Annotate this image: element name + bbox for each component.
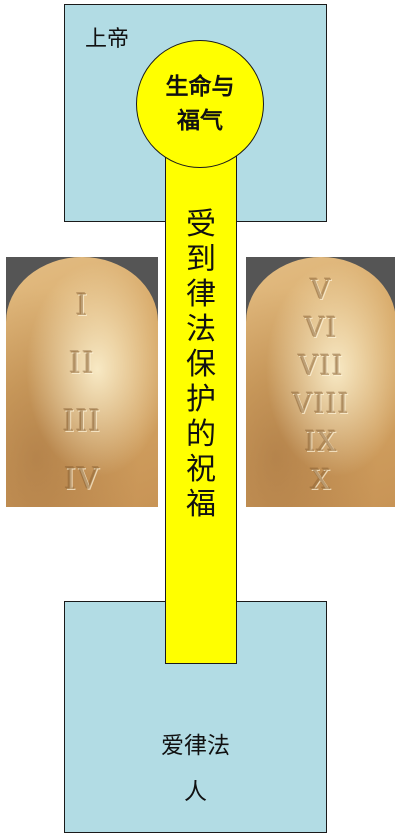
pillar-char: 护 (186, 382, 216, 417)
numeral: I (75, 288, 89, 323)
life-and-blessing-circle: 生命与 福气 (136, 40, 264, 168)
commandments-tablet-left: I II III IV (6, 257, 158, 507)
pillar-char: 保 (186, 347, 216, 382)
numeral: IX (304, 425, 338, 458)
numeral: VI (304, 311, 338, 344)
numeral: VIII (292, 387, 350, 420)
circle-label-line2: 福气 (177, 108, 223, 134)
numeral: V (310, 273, 332, 306)
numeral: X (310, 463, 332, 496)
pillar-char: 律 (186, 277, 216, 312)
blessing-pillar: 受 到 律 法 保 护 的 祝 福 (165, 140, 237, 664)
pillar-char: 受 (186, 207, 216, 242)
stone-tablet-right-image (246, 257, 395, 507)
pillar-char: 福 (186, 487, 216, 522)
law-lover-label-line1: 爱律法 (161, 733, 230, 759)
tablet-left-numerals: I II III IV (6, 277, 158, 507)
law-lover-label-line2: 人 (184, 779, 207, 805)
god-label: 上帝 (85, 27, 130, 52)
numeral: III (62, 404, 102, 439)
blessing-pillar-text: 受 到 律 法 保 护 的 祝 福 (166, 207, 236, 522)
tablet-right-numerals: V VI VII VIII IX X (246, 271, 395, 499)
pillar-char: 祝 (186, 452, 216, 487)
stone-tablet-left-image (6, 257, 158, 507)
numeral: II (69, 346, 95, 381)
pillar-char: 法 (186, 312, 216, 347)
pillar-char: 到 (186, 242, 216, 277)
numeral: IV (64, 462, 100, 497)
pillar-char: 的 (186, 417, 216, 452)
commandments-tablet-right: V VI VII VIII IX X (246, 257, 395, 507)
circle-label-line1: 生命与 (165, 74, 235, 100)
numeral: VII (298, 349, 344, 382)
